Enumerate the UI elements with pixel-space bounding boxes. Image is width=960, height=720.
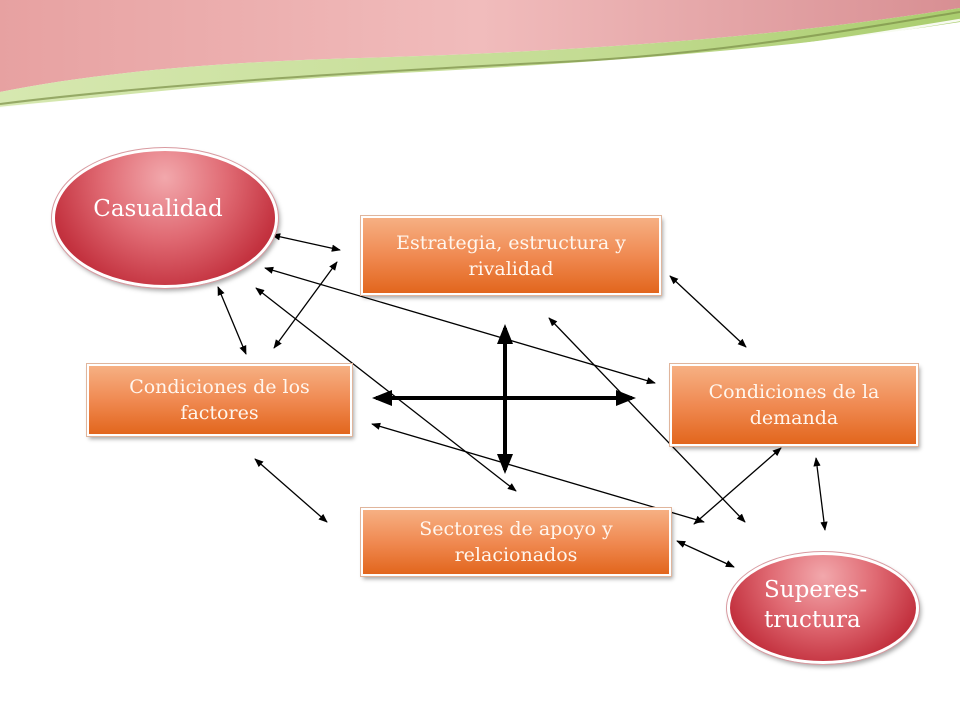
node-superestructura: Superes- tructura <box>726 551 920 665</box>
banner-pink-band <box>0 0 960 92</box>
node-casualidad-label: Casualidad <box>93 196 223 222</box>
node-factores-label: Condiciones de los factores <box>129 376 310 424</box>
node-demanda: Condiciones de la demanda <box>669 363 919 447</box>
node-sectores: Sectores de apoyo y relacionados <box>360 507 672 577</box>
arrow-casualidad-factores <box>217 286 247 355</box>
node-estrategia: Estrategia, estructura y rivalidad <box>360 215 662 296</box>
arrow-demanda-sectores <box>693 447 782 525</box>
arrow-factores-sectores <box>254 458 328 523</box>
banner-light-curve <box>0 18 960 110</box>
arrow-estrategia-demanda <box>669 275 747 348</box>
arrow-factores-superestructura <box>371 422 705 524</box>
banner-green-band <box>0 8 960 108</box>
node-sectores-label: Sectores de apoyo y relacionados <box>419 518 613 566</box>
arrow-demanda-superestructura <box>813 457 828 531</box>
node-factores: Condiciones de los factores <box>86 363 353 437</box>
arrow-sectores-superestructura <box>676 540 735 568</box>
node-superestructura-label-line1: Superes- <box>764 577 868 603</box>
node-estrategia-label: Estrategia, estructura y rivalidad <box>396 231 626 280</box>
arrow-casualidad-estrategia <box>271 233 341 252</box>
node-demanda-label: Condiciones de la demanda <box>708 381 880 429</box>
node-casualidad: Casualidad <box>51 147 279 289</box>
node-superestructura-label-line2: tructura <box>764 607 861 633</box>
arrow-estrategia-factores <box>273 261 338 349</box>
banner-dark-curve <box>0 11 960 105</box>
